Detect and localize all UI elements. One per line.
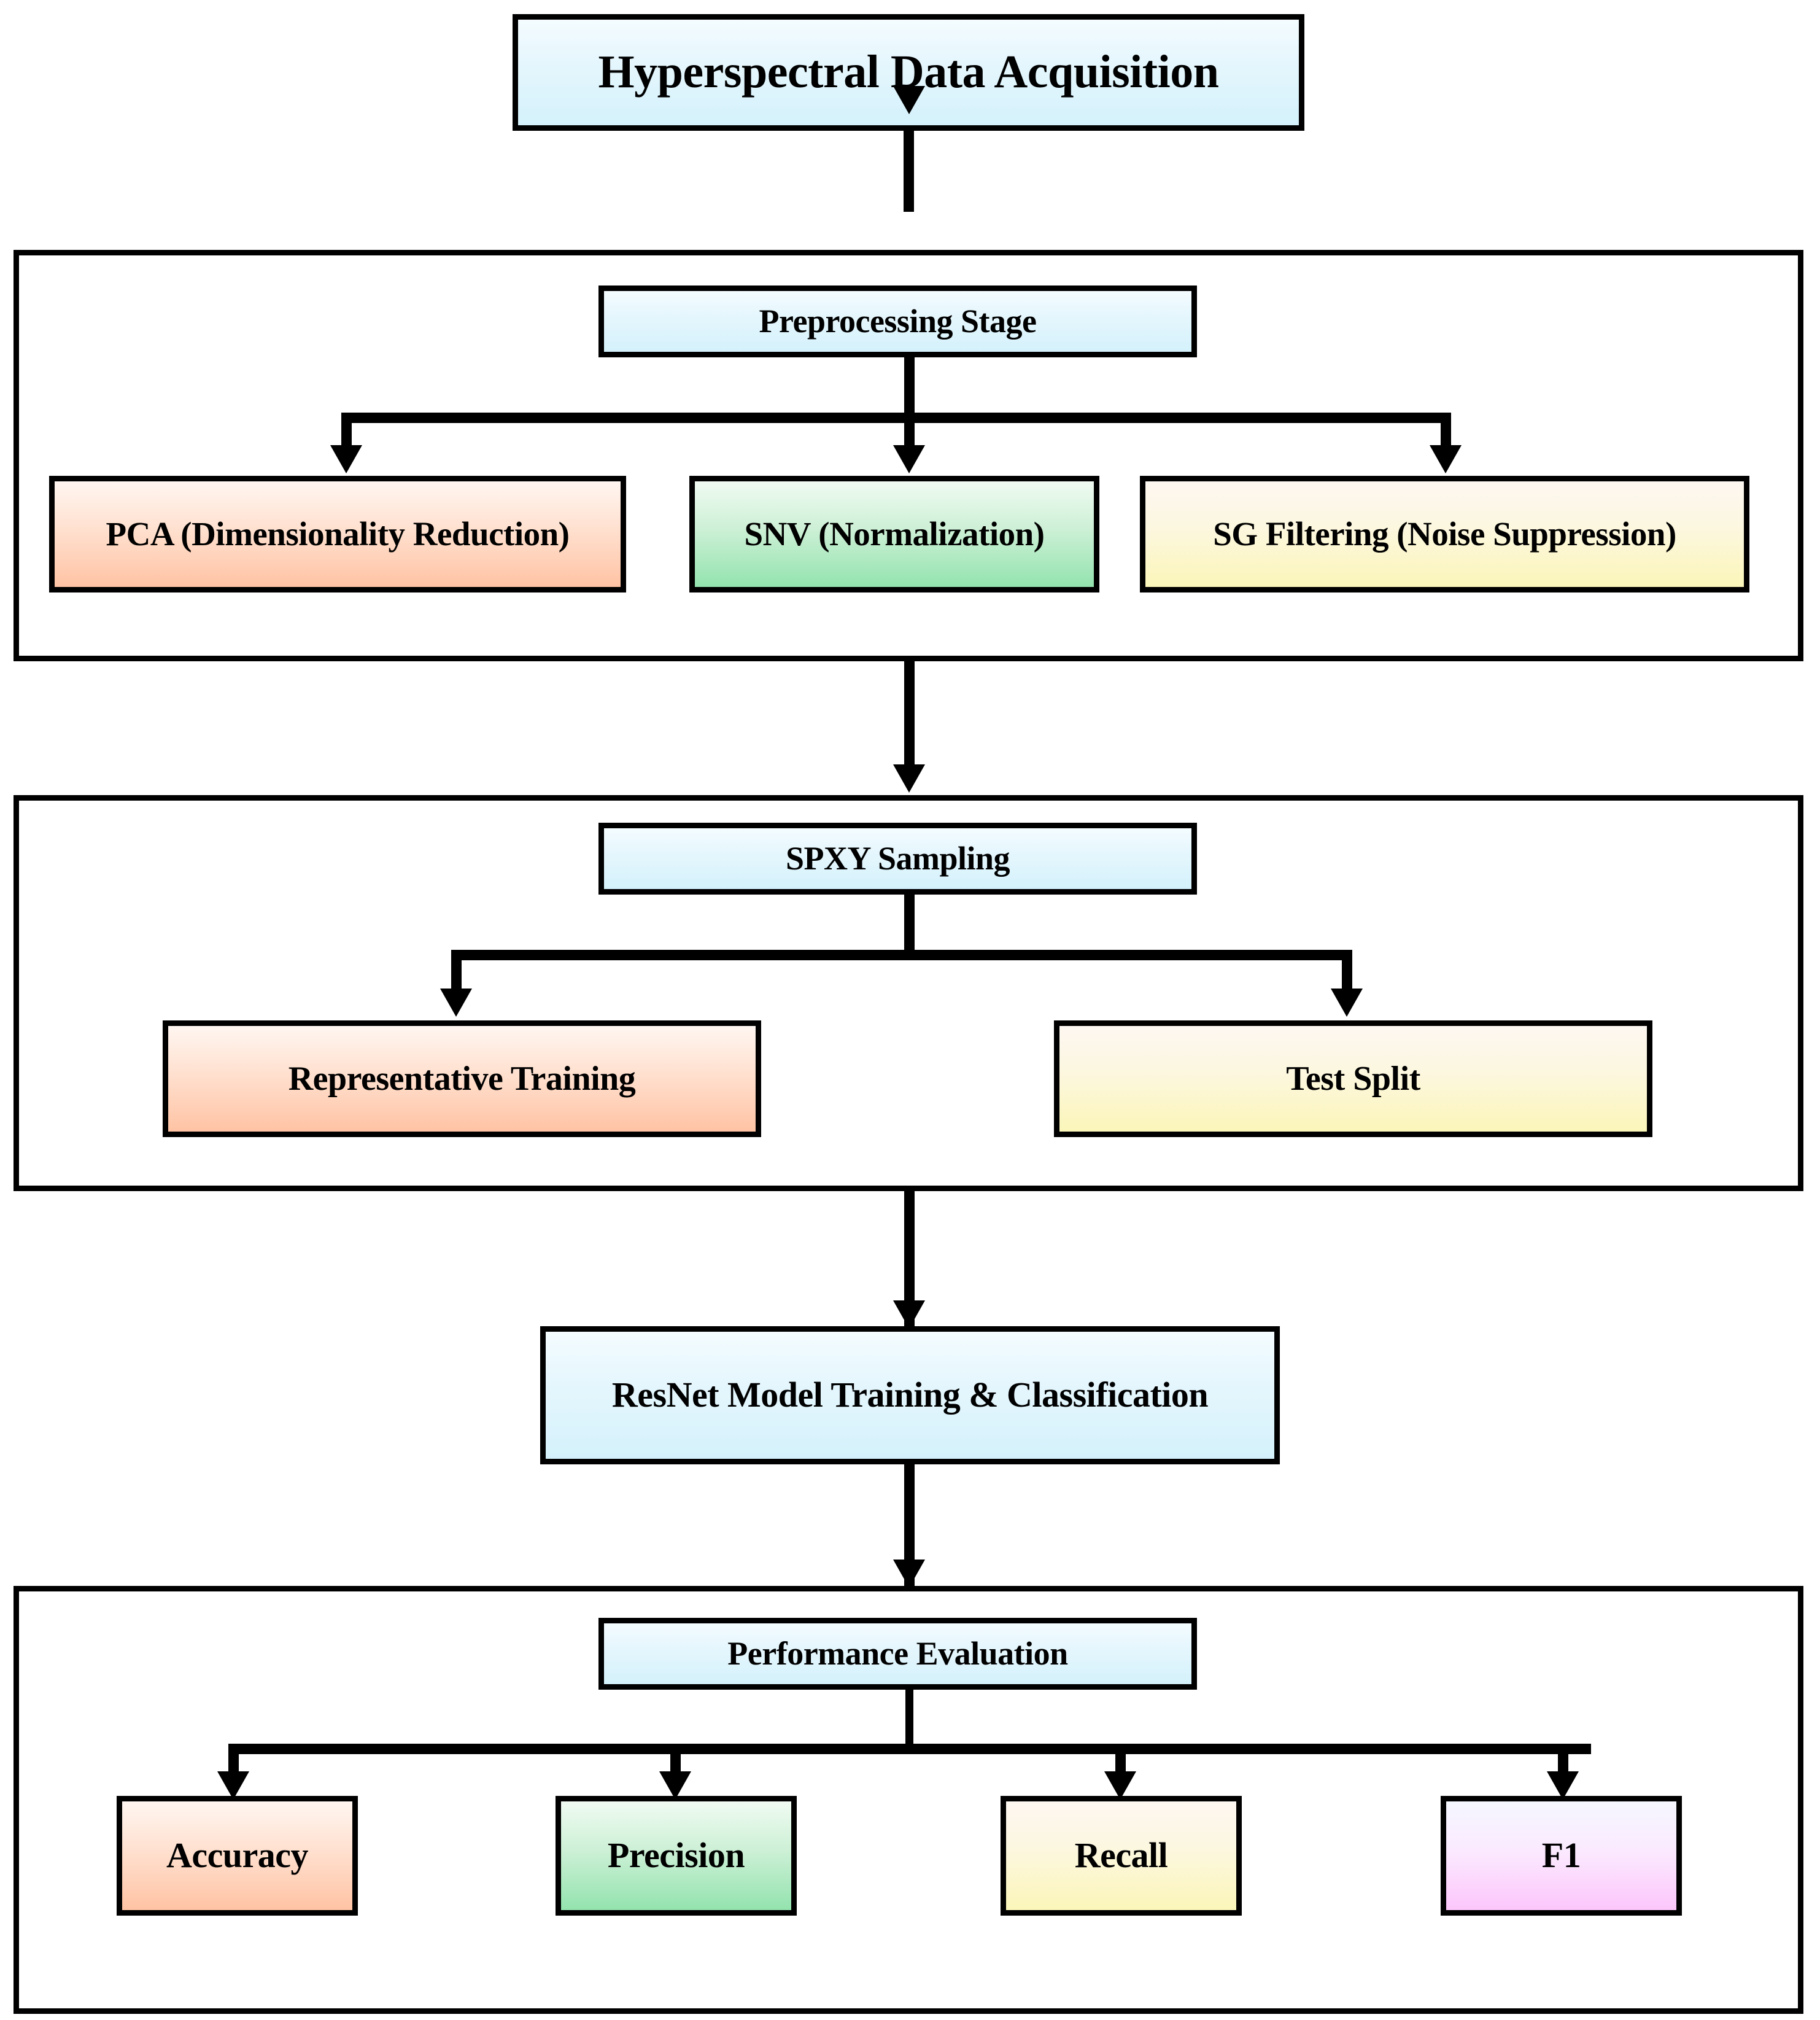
edge-evaluation-stem xyxy=(905,1690,913,1749)
edge-resnet-to-evaluation-line xyxy=(904,1464,915,1587)
node-performance-evaluation[interactable]: Performance Evaluation xyxy=(598,1618,1197,1690)
edge-spxy-to-test-line xyxy=(1342,950,1352,994)
edge-acquisition-to-preprocessing-line xyxy=(904,131,914,212)
edge-sampling-group-to-resnet-arrowhead xyxy=(893,1300,925,1329)
edge-preprocessing-to-pca-arrowhead xyxy=(330,445,362,473)
edge-preprocessing-group-to-sampling-line xyxy=(904,661,915,766)
edge-evaluation-to-f1-arrowhead xyxy=(1547,1771,1579,1800)
edge-evaluation-to-recall-line xyxy=(1115,1744,1126,1776)
group-sampling xyxy=(14,795,1803,1191)
node-test-split[interactable]: Test Split xyxy=(1054,1020,1652,1137)
node-accuracy[interactable]: Accuracy xyxy=(117,1796,358,1916)
edge-preprocessing-to-snv-line xyxy=(904,413,915,449)
edge-preprocessing-to-snv-arrowhead xyxy=(893,445,925,473)
edge-spxy-stem xyxy=(904,895,915,955)
node-spxy-sampling[interactable]: SPXY Sampling xyxy=(598,823,1197,895)
edge-evaluation-to-f1-line xyxy=(1558,1744,1568,1776)
edge-spxy-to-training-line xyxy=(451,950,462,994)
edge-preprocessing-to-sg-line xyxy=(1441,413,1451,449)
edge-evaluation-to-precision-line xyxy=(670,1744,681,1776)
edge-preprocessing-stem xyxy=(904,357,915,418)
edge-preprocessing-group-to-sampling-arrowhead xyxy=(893,764,925,793)
node-precision[interactable]: Precision xyxy=(556,1796,797,1916)
node-resnet-model-training[interactable]: ResNet Model Training & Classification xyxy=(540,1326,1280,1464)
edge-evaluation-to-precision-arrowhead xyxy=(659,1771,691,1800)
node-sg-filtering[interactable]: SG Filtering (Noise Suppression) xyxy=(1140,476,1749,592)
node-snv[interactable]: SNV (Normalization) xyxy=(689,476,1099,592)
group-evaluation xyxy=(14,1586,1803,2014)
node-preprocessing-stage[interactable]: Preprocessing Stage xyxy=(598,286,1197,357)
node-pca[interactable]: PCA (Dimensionality Reduction) xyxy=(49,476,626,592)
node-recall[interactable]: Recall xyxy=(1001,1796,1242,1916)
edge-preprocessing-to-sg-arrowhead xyxy=(1430,445,1462,473)
edge-evaluation-to-recall-arrowhead xyxy=(1104,1771,1136,1800)
node-f1[interactable]: F1 xyxy=(1441,1796,1682,1916)
edge-sampling-group-to-resnet-line xyxy=(904,1191,915,1327)
edge-acquisition-to-preprocessing-arrowhead xyxy=(893,86,925,114)
edge-spxy-to-test-arrowhead xyxy=(1331,989,1363,1017)
edge-resnet-to-evaluation-arrowhead xyxy=(893,1560,925,1588)
edge-spxy-to-training-arrowhead xyxy=(440,989,472,1017)
edge-evaluation-rail xyxy=(228,1744,1591,1754)
edge-evaluation-to-accuracy-arrowhead xyxy=(217,1771,249,1800)
edge-preprocessing-to-pca-line xyxy=(341,413,352,449)
edge-spxy-rail xyxy=(451,950,1352,960)
edge-evaluation-to-accuracy-line xyxy=(228,1744,239,1776)
group-preprocessing xyxy=(14,250,1803,661)
node-representative-training[interactable]: Representative Training xyxy=(163,1020,761,1137)
edge-preprocessing-rail xyxy=(341,413,1451,423)
